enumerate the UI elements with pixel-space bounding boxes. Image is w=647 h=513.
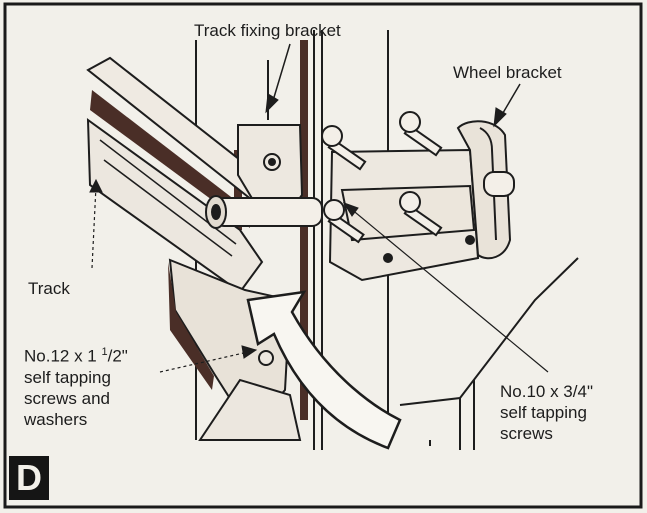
- diagram-frame: [3, 2, 643, 509]
- label-no10-line2: self tapping: [500, 403, 587, 422]
- bolt: [399, 191, 443, 237]
- wheel-axle: [205, 195, 323, 229]
- label-track-fixing-bracket: Track fixing bracket: [194, 21, 341, 40]
- label-wheel-bracket: Wheel bracket: [453, 63, 562, 82]
- label-no12-line3: screws and: [24, 388, 110, 408]
- label-no12-line2: self tapping: [24, 367, 111, 387]
- bolt: [399, 111, 443, 157]
- label-no10-screws: No.10 x 3/4" self tapping screws: [500, 381, 593, 444]
- bolt: [321, 125, 367, 171]
- label-no10-line1: No.10 x 3/4": [500, 382, 593, 401]
- callout-arrows: [89, 43, 549, 373]
- label-no12-screws: No.12 x 1 1/2" self tapping screws and w…: [24, 342, 128, 430]
- label-no12-line1: No.12 x 1 1/2": [24, 346, 128, 366]
- door-panel: [399, 257, 579, 450]
- bolts: [321, 111, 443, 244]
- label-no10-line3: screws: [500, 424, 553, 443]
- screw-head: [258, 350, 274, 366]
- label-no12-line4: washers: [24, 409, 88, 429]
- label-track: Track: [28, 279, 70, 298]
- direction-arrow: [246, 290, 402, 450]
- bolt: [323, 199, 365, 244]
- panel-letter-badge: D: [9, 456, 49, 500]
